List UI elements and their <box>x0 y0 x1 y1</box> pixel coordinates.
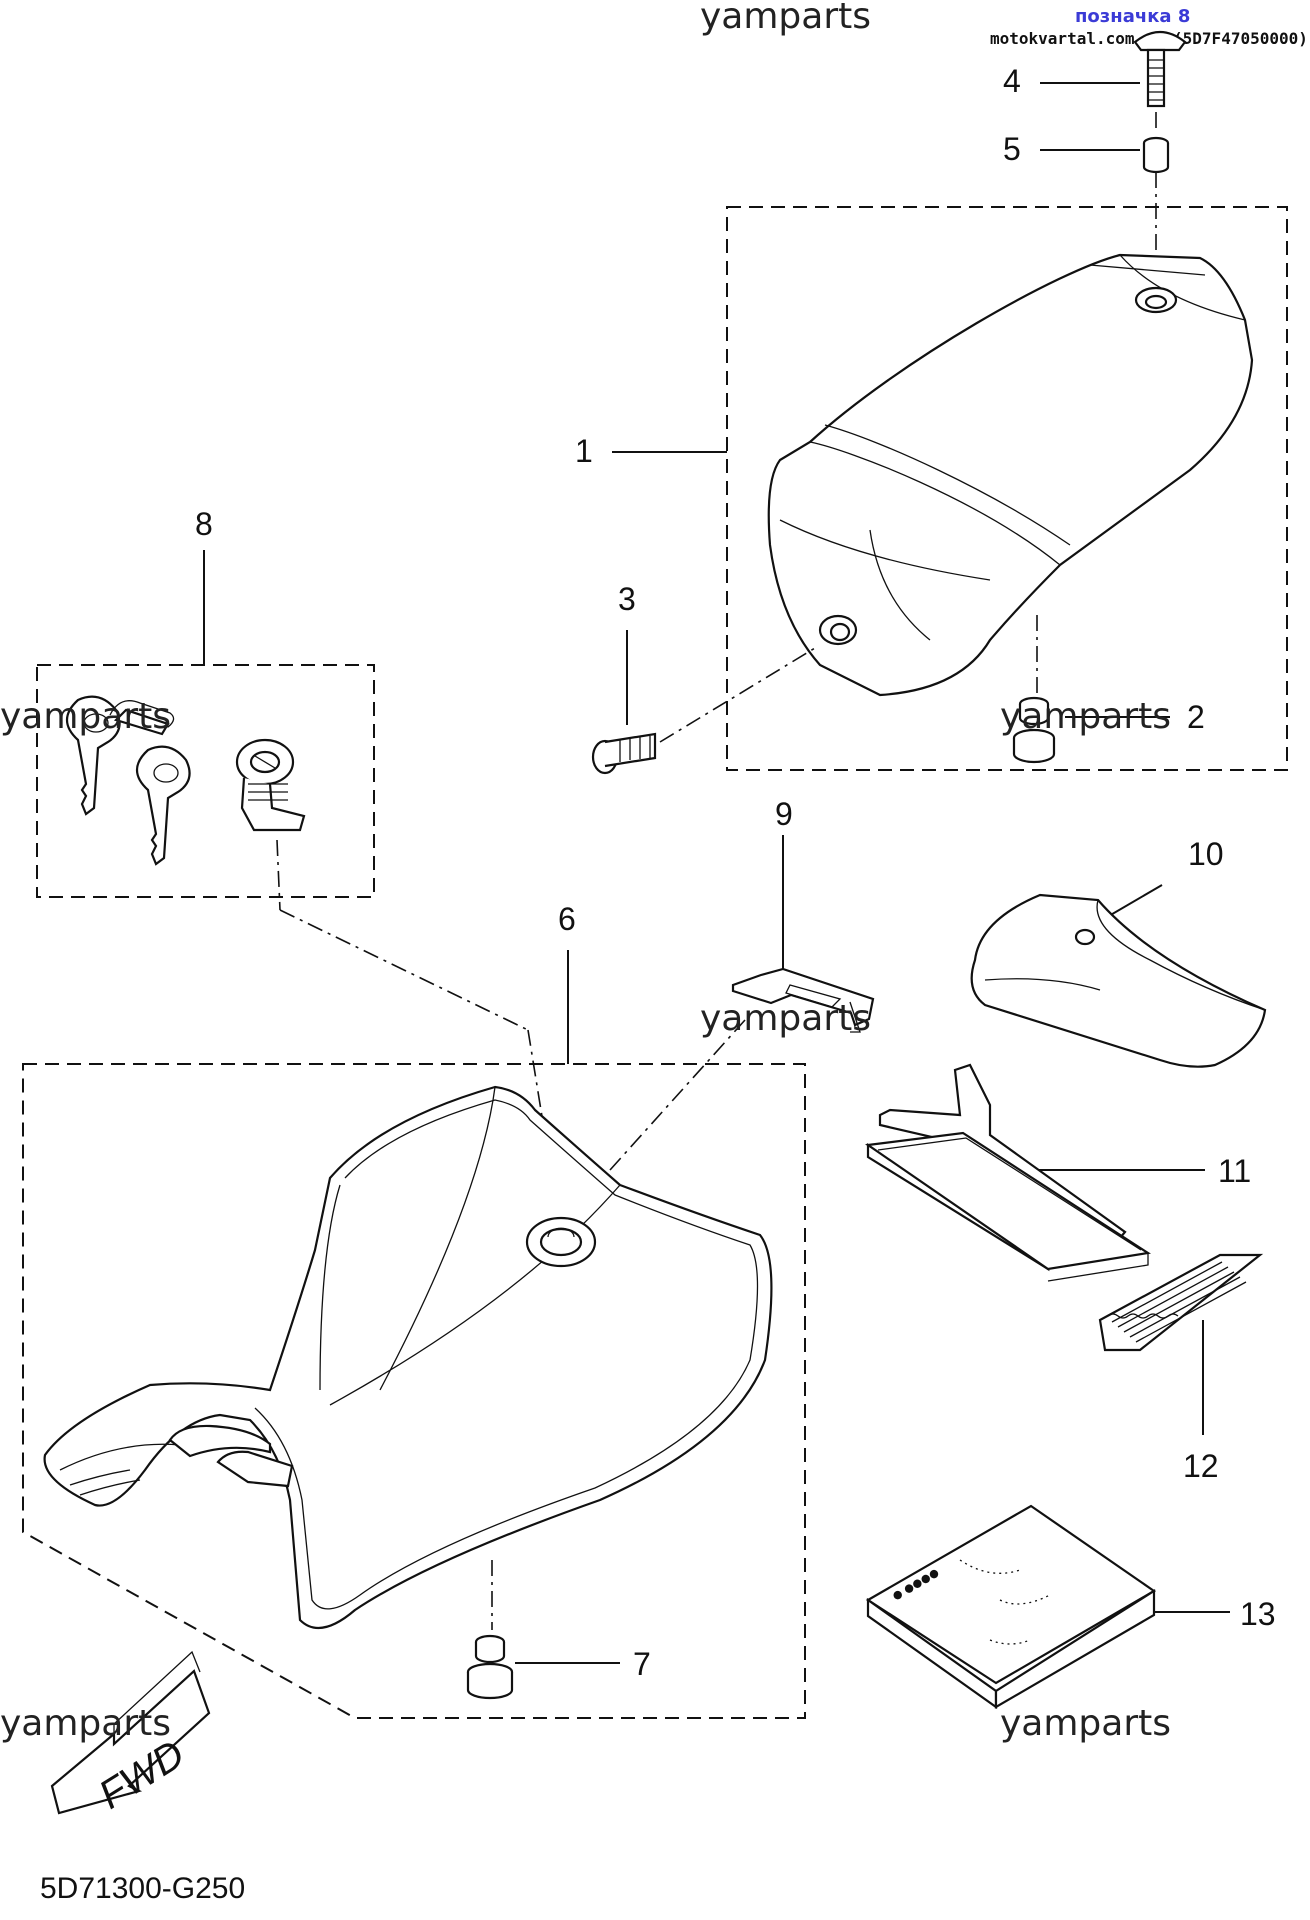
pad-part-12 <box>1098 1253 1264 1352</box>
callout-2: 2 <box>1187 699 1205 735</box>
diagram-code: 5D71300-G250 <box>40 1872 245 1905</box>
callout-3: 3 <box>618 581 636 617</box>
damper-part-7 <box>466 1634 514 1700</box>
watermark-bottom-right: yamparts <box>1000 1703 1171 1744</box>
bolt-part-3 <box>591 732 657 775</box>
rear-seat-part-1 <box>767 253 1254 697</box>
group-box-8 <box>36 664 375 898</box>
callout-4: 4 <box>1003 63 1021 99</box>
callout-12: 12 <box>1183 1448 1219 1484</box>
callout-11: 11 <box>1218 1153 1251 1189</box>
key-set-part-8 <box>65 695 306 866</box>
watermark-left: yamparts <box>0 696 171 737</box>
reference-link[interactable]: позначка 8 <box>1075 6 1190 27</box>
callout-5: 5 <box>1003 131 1021 167</box>
watermark-top: yamparts <box>700 0 871 37</box>
callout-9: 9 <box>775 796 793 832</box>
damper-part-2 <box>1012 696 1056 764</box>
seat-cowl-part-10 <box>970 893 1267 1068</box>
callout-1: 1 <box>575 433 593 469</box>
front-seat-part-6 <box>43 1085 773 1630</box>
callout-6: 6 <box>558 901 576 937</box>
collar-part-5 <box>1142 136 1170 174</box>
callout-7: 7 <box>633 1646 651 1682</box>
screw-part-4 <box>1133 30 1187 108</box>
group-box-1 <box>726 206 1288 771</box>
bracket-part-9 <box>731 967 875 1033</box>
watermark-bottom-left: yamparts <box>0 1703 171 1744</box>
callout-13: 13 <box>1240 1596 1276 1632</box>
watermark-center: yamparts <box>700 998 871 1039</box>
callout-10: 10 <box>1188 836 1224 872</box>
watermark-right: yamparts <box>1000 696 1171 737</box>
tray-part-11 <box>865 1063 1151 1282</box>
manual-part-13: ● ●●●● <box>865 1504 1157 1710</box>
group-box-6 <box>22 1063 806 1719</box>
callout-8: 8 <box>195 506 213 542</box>
